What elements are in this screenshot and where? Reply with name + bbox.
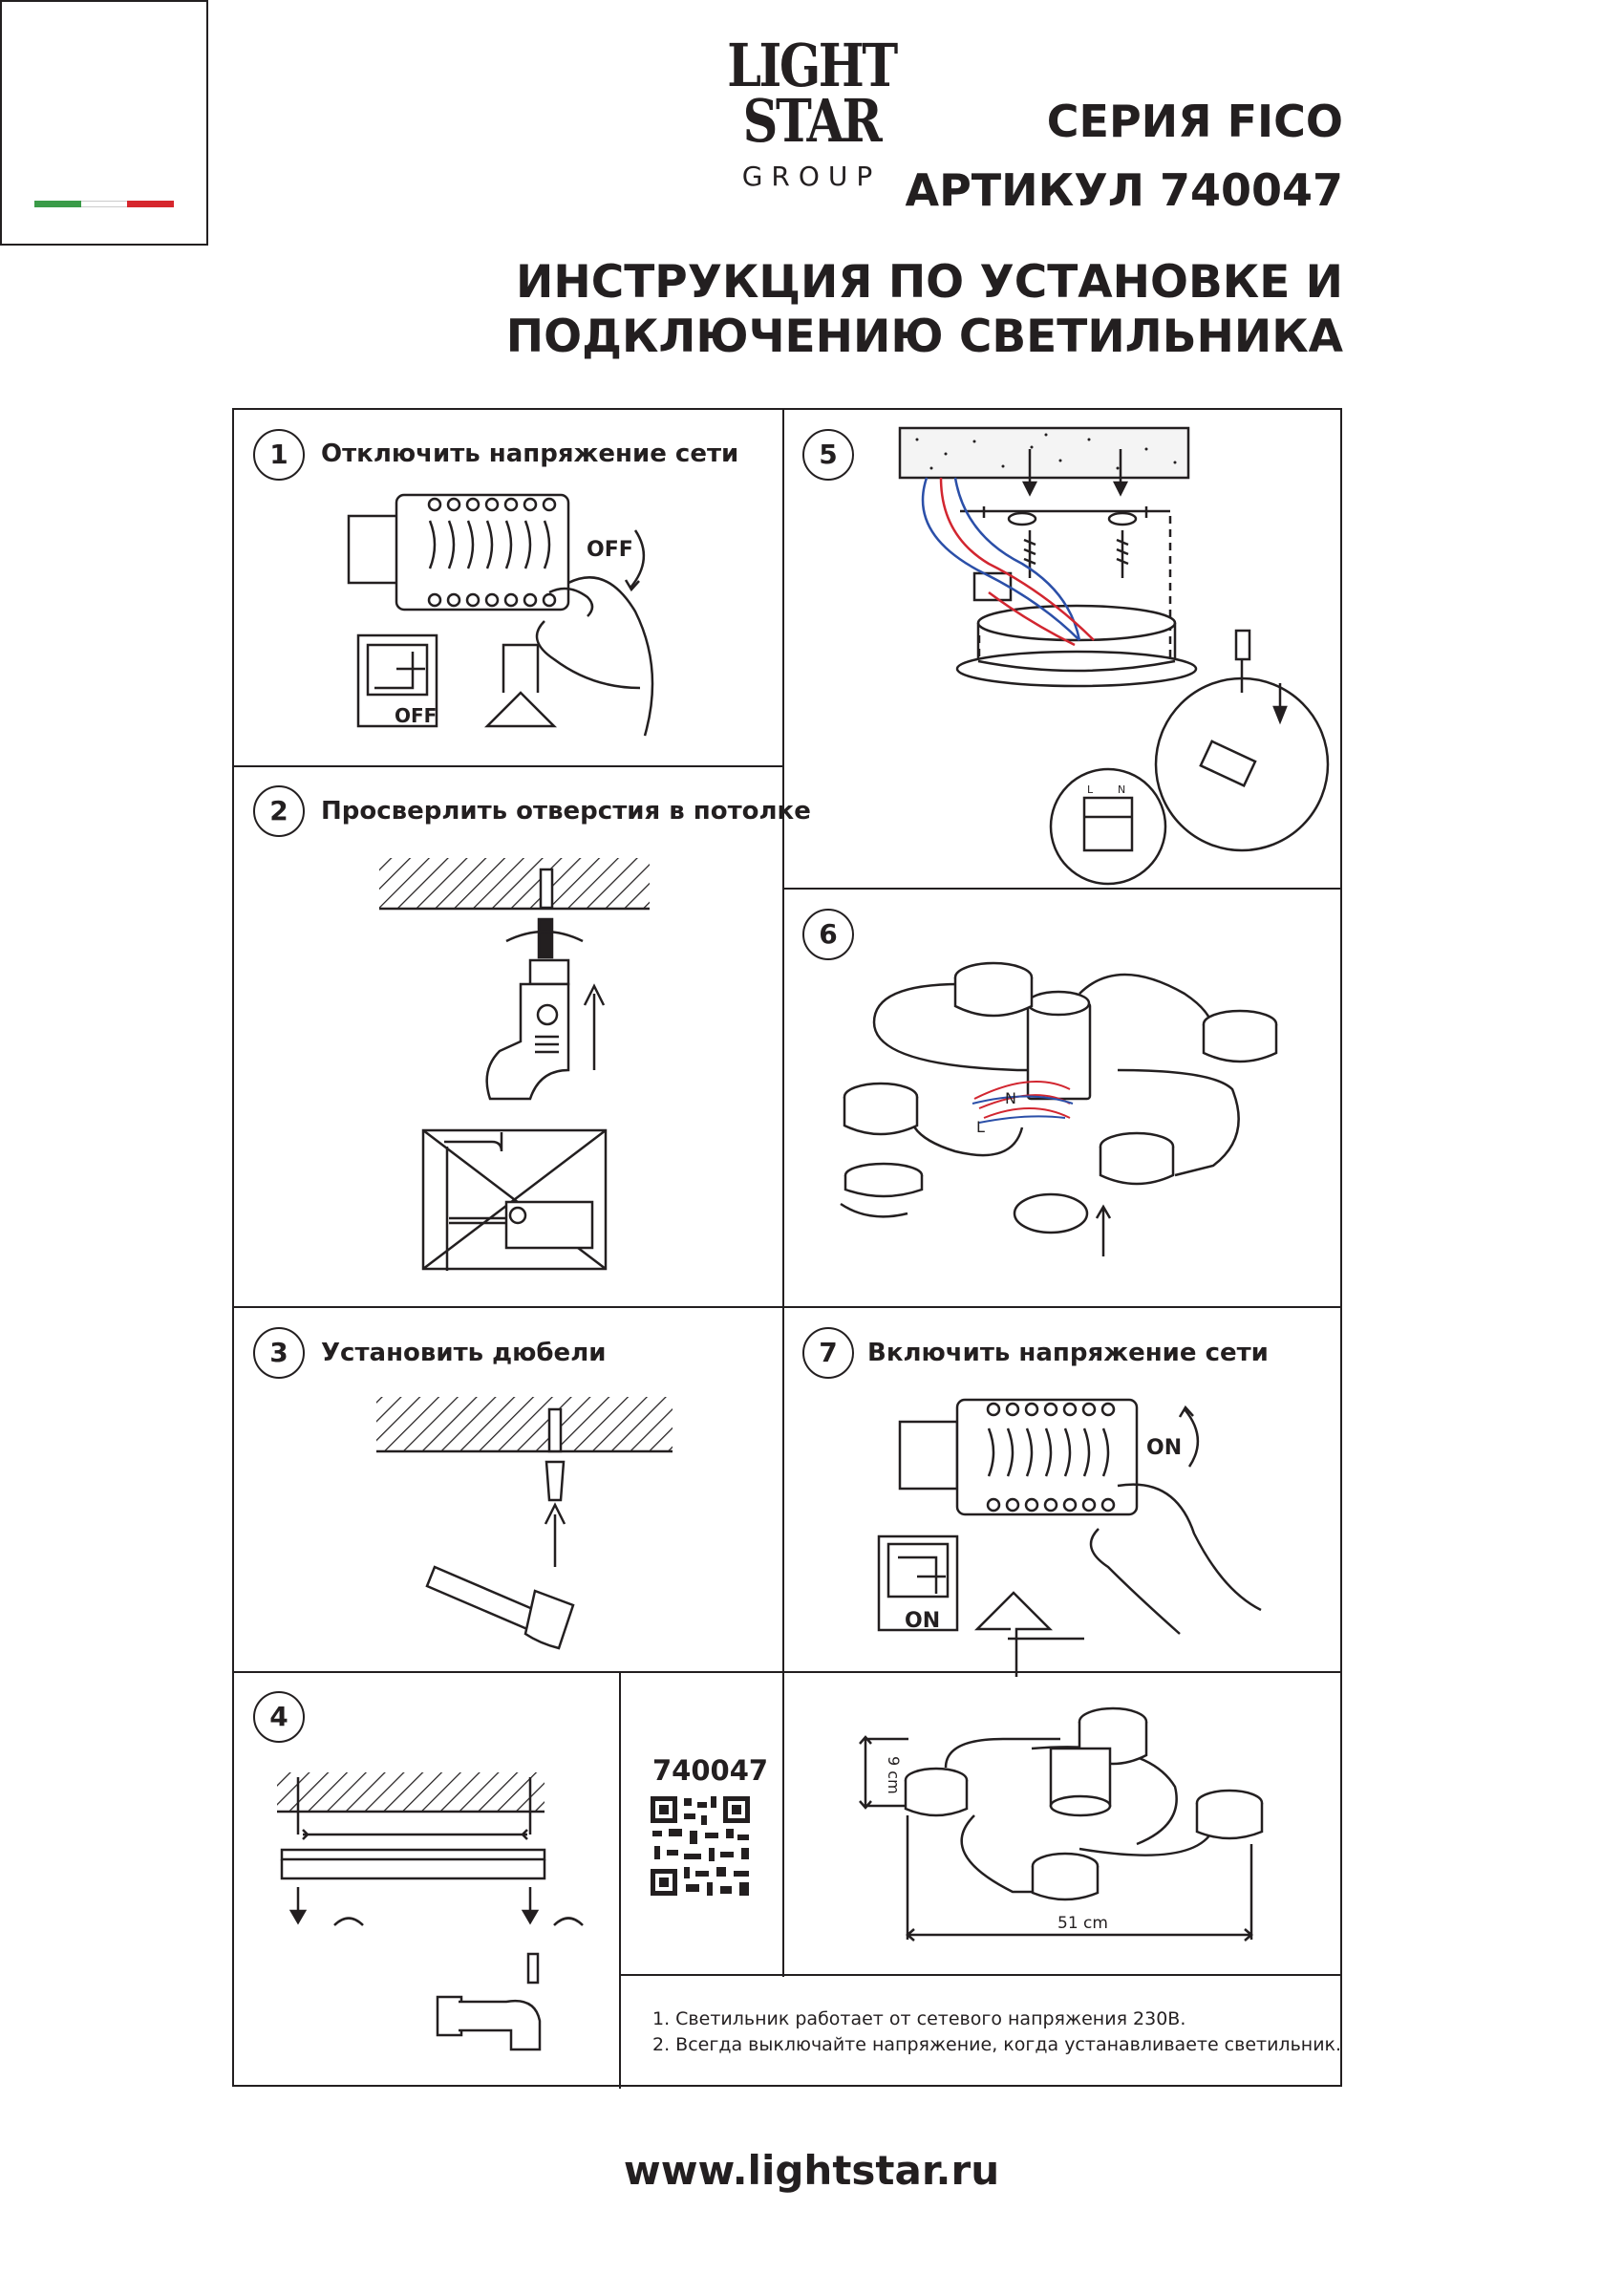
step-6-number: 6 — [802, 909, 854, 960]
step-7-label: Включить напряжение сети — [867, 1339, 1269, 1367]
grid-divider — [234, 765, 782, 767]
step-2-label: Просверлить отверстия в потолке — [321, 797, 811, 826]
step-6-assembly-illustration: N L — [840, 961, 1278, 1256]
article-number: АРТИКУЛ 740047 — [905, 164, 1343, 216]
note-voltage: 1. Светильник работает от сетевого напря… — [652, 2008, 1186, 2029]
height-dimension-label: 9 cm — [885, 1756, 903, 1794]
step-2-drill-illustration — [379, 858, 650, 1271]
brand-logo: LIGHT STAR GROUP — [0, 0, 898, 246]
grid-divider-vertical — [619, 1671, 621, 2089]
step-1-breaker-illustration: OFF OFF — [347, 493, 654, 737]
step-3-dowel-illustration — [376, 1397, 673, 1650]
step-1-number: 1 — [253, 429, 305, 481]
step-5-wiring-illustration: L N — [898, 426, 1330, 886]
series-title: СЕРИЯ FICO — [1046, 96, 1343, 147]
grid-divider — [234, 1671, 1342, 1673]
terminal-label-l: L — [1087, 783, 1094, 796]
grid-divider-vertical — [782, 410, 784, 1977]
step-1-switch-text: OFF — [587, 538, 633, 562]
step-5-number: 5 — [802, 429, 854, 481]
width-dimension-label: 51 cm — [1057, 1914, 1108, 1933]
website-link[interactable]: www.lightstar.ru — [623, 2147, 1000, 2194]
product-code: 740047 — [652, 1754, 769, 1787]
wire-label-n: N — [1005, 1089, 1016, 1107]
step-7-switch-text: ON — [1146, 1436, 1182, 1460]
step-2-number: 2 — [253, 785, 305, 837]
step-7-breaker-illustration: ON ON — [877, 1398, 1262, 1677]
step-3-label: Установить дюбели — [321, 1339, 607, 1367]
grid-divider — [234, 1306, 1342, 1308]
instruction-title-line2: ПОДКЛЮЧЕНИЮ СВЕТИЛЬНИКА — [505, 311, 1343, 363]
instruction-grid — [232, 408, 1342, 2089]
instruction-title-line1: ИНСТРУКЦИЯ ПО УСТАНОВКЕ И — [516, 256, 1343, 309]
product-dimension-drawing: 9 cm 51 cm — [859, 1706, 1264, 1942]
step-3-number: 3 — [253, 1327, 305, 1379]
wire-label-l: L — [976, 1118, 985, 1136]
step-1-label: Отключить напряжение сети — [321, 440, 739, 468]
logo-text-light: LIGHT — [727, 31, 898, 100]
grid-divider — [619, 1974, 1342, 1976]
logo-text-group: GROUP — [741, 161, 882, 192]
step-7-sign-text: ON — [905, 1609, 940, 1633]
step-4-mounting-plate-illustration — [277, 1772, 584, 2051]
step-1-sign-text: OFF — [395, 704, 437, 727]
qr-code — [651, 1796, 750, 1896]
grid-divider — [782, 888, 1342, 890]
step-4-number: 4 — [253, 1691, 305, 1743]
step-7-number: 7 — [802, 1327, 854, 1379]
logo-text-star: STAR — [742, 86, 883, 156]
note-safety: 2. Всегда выключайте напряжение, когда у… — [652, 2034, 1342, 2055]
italian-flag-stripe — [34, 201, 175, 207]
terminal-label-n: N — [1118, 783, 1125, 796]
